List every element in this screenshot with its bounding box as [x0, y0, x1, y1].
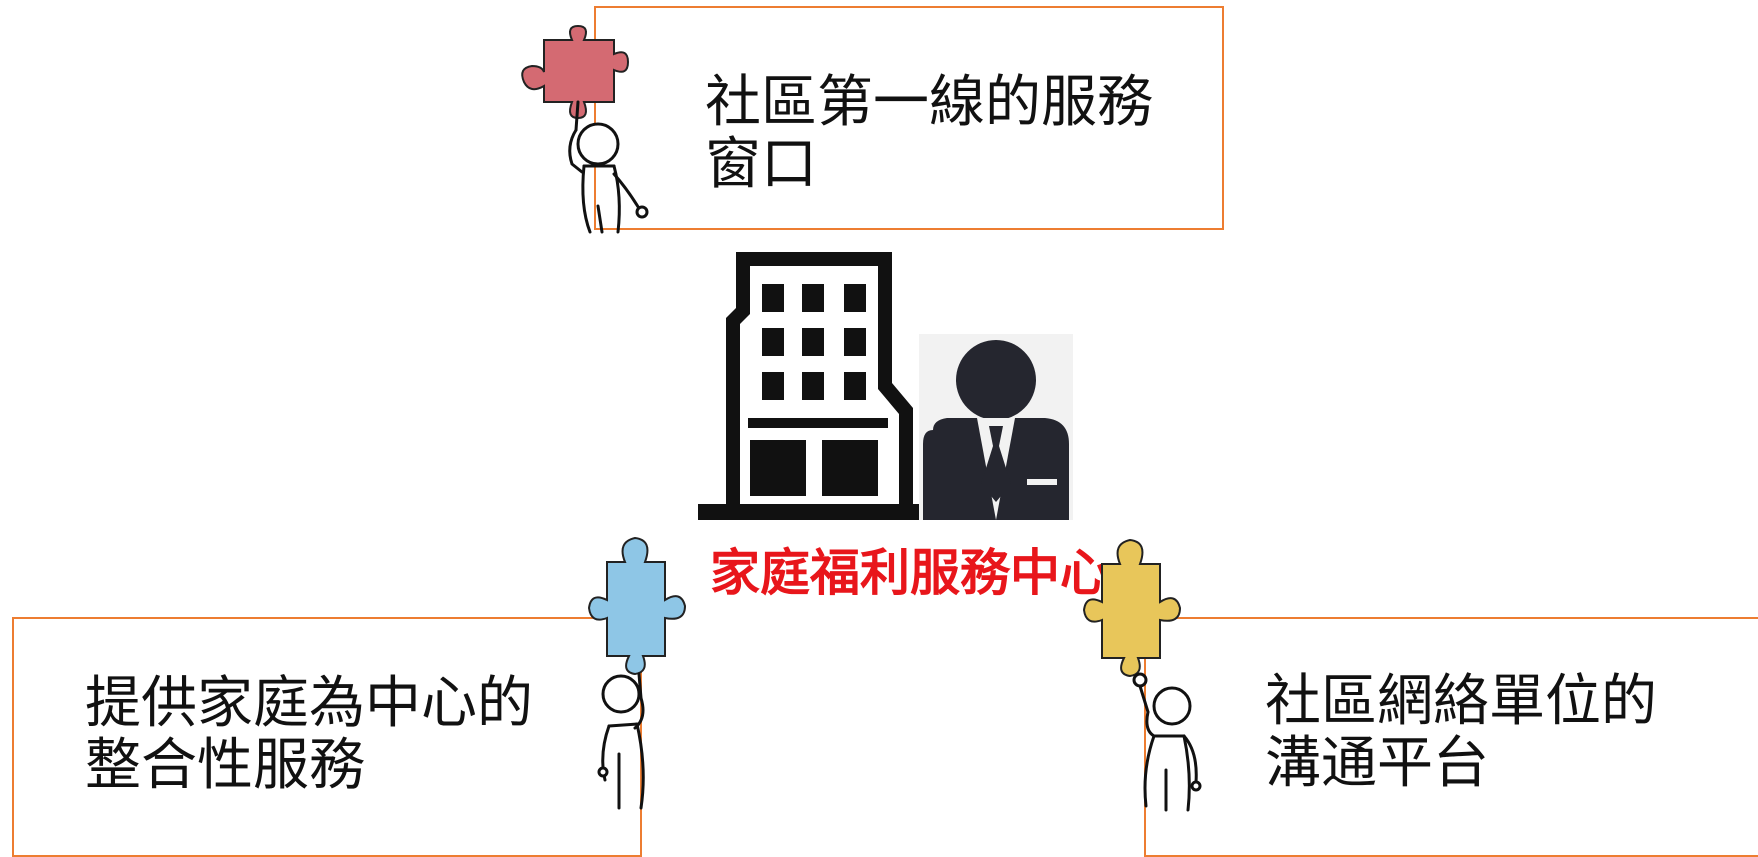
- puzzle-person-icon: [521, 24, 649, 234]
- right-box: [1144, 617, 1758, 857]
- right-box-text: 社區網絡單位的 溝通平台: [1265, 671, 1657, 795]
- top-box-text: 社區第一線的服務 窗口: [705, 72, 1153, 196]
- puzzle-person-icon: [587, 536, 687, 810]
- center-title: 家庭福利服務中心: [710, 544, 1110, 602]
- left-box-line1: 提供家庭為中心的: [85, 671, 533, 736]
- building-icon: [698, 252, 928, 520]
- left-box: [12, 617, 642, 857]
- businessman-icon: [919, 334, 1073, 520]
- right-box-line1: 社區網絡單位的: [1265, 669, 1657, 734]
- puzzle-person-icon: [1082, 538, 1202, 812]
- left-box-line2: 整合性服務: [85, 733, 365, 798]
- top-box-line2: 窗口: [705, 132, 817, 197]
- top-box-line1: 社區第一線的服務: [705, 70, 1153, 135]
- top-box: [594, 6, 1224, 230]
- left-box-text: 提供家庭為中心的 整合性服務: [85, 673, 533, 797]
- right-box-line2: 溝通平台: [1265, 731, 1489, 796]
